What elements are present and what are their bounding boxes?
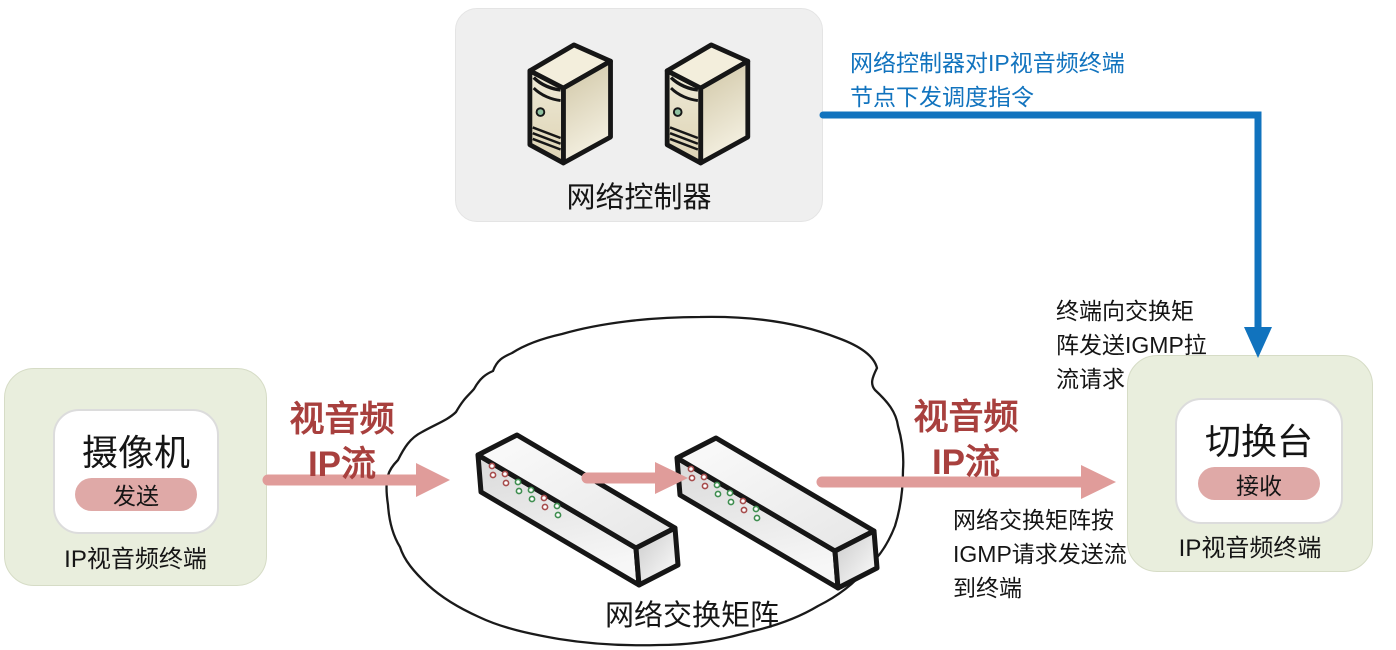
network-cloud-shape <box>385 315 905 647</box>
camera-terminal-caption: IP视音频终端 <box>64 546 207 573</box>
igmp-forward-note-line3: 到终端 <box>953 575 1022 601</box>
switcher-terminal-box: 切换台 接收 IP视音频终端 <box>1127 355 1373 572</box>
controller-command-note: 网络控制器对IP视音频终端 节点下发调度指令 <box>850 46 1125 114</box>
send-badge: 发送 <box>75 477 197 511</box>
stream-label-right-line2: IP流 <box>931 443 1001 482</box>
stream-label-left-line2: IP流 <box>307 445 377 484</box>
igmp-forward-note: 网络交换矩阵按 IGMP请求发送流 到终端 <box>953 503 1127 605</box>
stream-label-right: 视音频 IP流 <box>886 395 1046 485</box>
igmp-pull-note-line2: 阵发送IGMP拉 <box>1056 332 1207 358</box>
switch-matrix-label: 网络交换矩阵 <box>604 600 779 632</box>
switcher-terminal-caption: IP视音频终端 <box>1178 535 1322 562</box>
network-controller-box: 网络控制器 <box>455 8 823 222</box>
igmp-pull-note-line3: 流请求 <box>1056 366 1125 392</box>
receive-badge: 接收 <box>1198 467 1320 500</box>
stream-arrow-middle <box>581 462 688 494</box>
network-controller-label: 网络控制器 <box>566 182 712 214</box>
igmp-pull-note-line1: 终端向交换矩 <box>1056 298 1194 324</box>
camera-device-card: 摄像机 发送 <box>53 409 219 534</box>
controller-command-note-line1: 网络控制器对IP视音频终端 <box>850 50 1125 76</box>
stream-label-left: 视音频 IP流 <box>262 397 422 487</box>
stream-label-right-line1: 视音频 <box>913 398 1019 437</box>
camera-label: 摄像机 <box>81 431 190 473</box>
network-switch-2-icon <box>677 438 877 588</box>
camera-terminal-box: 摄像机 发送 IP视音频终端 <box>4 368 267 586</box>
controller-command-note-line2: 节点下发调度指令 <box>850 84 1034 110</box>
igmp-forward-note-line2: IGMP请求发送流 <box>953 541 1127 567</box>
network-switch-1-icon <box>475 432 681 588</box>
switcher-label: 切换台 <box>1204 421 1313 462</box>
igmp-pull-note: 终端向交换矩 阵发送IGMP拉 流请求 <box>1056 294 1207 396</box>
stream-label-left-line1: 视音频 <box>289 400 395 439</box>
igmp-forward-note-line1: 网络交换矩阵按 <box>953 507 1114 533</box>
switcher-device-card: 切换台 接收 <box>1175 398 1343 524</box>
